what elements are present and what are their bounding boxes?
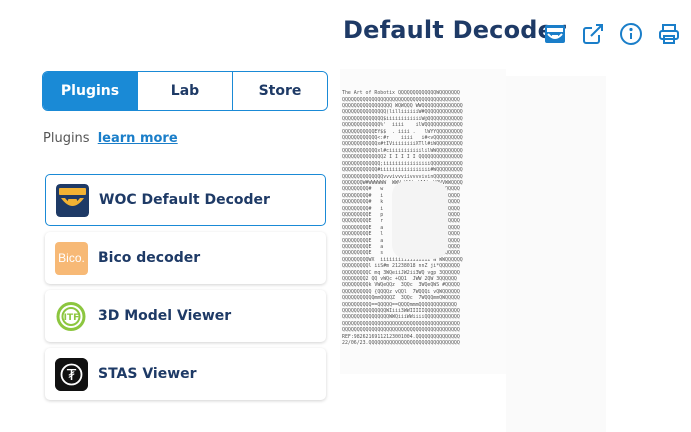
- plugin-woc-default-decoder[interactable]: WOC Default Decoder: [45, 174, 326, 226]
- preview-line: QQQQQQQQQQQmmQQQQZ 3QQc 7WQQQmmQWQQQQQ: [342, 295, 460, 302]
- preview-text: The Art of Robotix QQQQQQQQQQQQQWQQQQQQQ…: [342, 90, 504, 346]
- preview-line: QQQQQQQQQQQQQ%' iiii ilWQQQQQQQQQQQQQ: [342, 122, 463, 129]
- tab-store[interactable]: Store: [233, 72, 327, 110]
- plugin-bico-decoder[interactable]: Bico. Bico decoder: [45, 232, 326, 284]
- preview-line: QQQQQQQQ2 QQ vWQc +QQ1 JWW 2QW 3QQQQQQ: [342, 276, 457, 282]
- tab-lab[interactable]: Lab: [138, 72, 233, 110]
- preview-line: QQQQQQQQQk VWQeQQz 3QQc 3WQeQWS #QQQQQ: [342, 282, 460, 289]
- preview-line: QQQQQQQQQQQQQQQ(lilliiiiiiW#QQQQQQQQQQQQ…: [342, 109, 463, 116]
- tab-plugins[interactable]: Plugins: [43, 72, 138, 110]
- preview-line: REF:98262169112123001004.QQQQQQQQQQQQQQQ: [342, 333, 460, 340]
- plugin-stas-viewer[interactable]: ₮ STAS Viewer: [45, 348, 326, 400]
- plugin-name: WOC Default Decoder: [99, 192, 270, 208]
- preview-line: QQQQQQQQQQQQQQQQQQQQQQQQQQQQQQQQQQQQQQQQ: [342, 320, 460, 327]
- tab-bar: Plugins Lab Store: [42, 71, 328, 111]
- preview-highlight: [392, 181, 448, 259]
- preview-line: QQQQQQQQQQ {QQQQz vQQl 7WQQQi vQWQQQQQQ: [342, 288, 460, 295]
- preview-line: QQQQQQQQQQ==QQQQQ==QQQQmmmQQQQQQQQQQQQQ: [342, 301, 457, 308]
- bico-icon: Bico.: [55, 241, 88, 275]
- preview-line: QQQQQQQQQQQQQQQQQQQQQQQQQQQQQQQQQQQQQQQQ: [342, 327, 460, 334]
- preview-line: QQQQQQQQQQQQx#tIViiiiiiiiXTll#iWQQQQQQQQ…: [342, 141, 463, 148]
- preview-line: QQQQQQQQQQQQQQQQQQQQQQQQQQQQQQQQQQQQQQQQ: [342, 96, 460, 103]
- plugin-name: STAS Viewer: [98, 366, 197, 382]
- preview-line: QQQQQQQQQQQQQQQQQ WQWQQQ WWQQQQQQQQQQQQQ…: [342, 103, 463, 110]
- learn-more-link[interactable]: learn more: [97, 131, 178, 146]
- plugin-3d-model-viewer[interactable]: ITF 3D Model Viewer: [45, 290, 326, 342]
- svg-text:₮: ₮: [67, 366, 77, 384]
- preview-shadow: [506, 76, 606, 432]
- print-icon[interactable]: [655, 20, 682, 47]
- svg-text:ITF: ITF: [64, 313, 80, 323]
- plugin-list: WOC Default Decoder Bico. Bico decoder I…: [45, 174, 326, 406]
- preview-line: QQQQQQQQQQQQQQ2 I I I I I QQQQQQQQQQQQQQ…: [342, 154, 463, 161]
- preview-line: QQQQQQQQQQQEY$$ . iiii . lWYYQQQQQQQQQ: [342, 128, 463, 135]
- preview-line: QQQQQQQQQQQQQ;iiiiiiiiiiiiiiiiQQQQQQQQQQ…: [342, 160, 463, 167]
- title-toolbar: [541, 20, 682, 47]
- plugins-section-header: Plugins learn more: [43, 131, 178, 146]
- preview-line: QQQQQQQQQC mq 3WQeiiJW2ii3WQ vgp 3QQQQQQ: [342, 269, 460, 276]
- plugin-name: Bico decoder: [98, 250, 201, 266]
- preview-line: QQQQQQQQQQQQ#iiiiiiiiiiiiiiiii#WQQQQQQQQ…: [342, 167, 463, 174]
- woc-icon: [56, 183, 89, 217]
- preview-line: QQQQQQQQQQQQ<:#r iiii i#<vQQQQQQQQQQ: [342, 135, 463, 142]
- info-icon[interactable]: [617, 20, 644, 47]
- plugins-label: Plugins: [43, 131, 90, 146]
- preview-line: QQQQQQQQQWX iiiiiiiiiiiiiiiii W WWQQQQQQ: [342, 256, 463, 263]
- decoded-image-preview: The Art of Robotix QQQQQQQQQQQQQWQQQQQQQ…: [340, 69, 506, 374]
- preview-line: QQQQQQQQQQQQxl#ciiiiiiiiiiililWWQQQQQQQQ…: [342, 147, 463, 154]
- external-link-icon[interactable]: [579, 20, 606, 47]
- stas-icon: ₮: [55, 357, 88, 391]
- preview-line: QQQQQQQQQQQQQQ$iiiiiiiiiiiiW@QQQQQQQQQQQ…: [342, 115, 463, 122]
- preview-line: 22/06/23.QQQQQQQQQQQQQQQQQQQQQQQQQQQQQQQ: [342, 340, 460, 347]
- preview-line: QQQQQQQQQQQQQQvvvivvviivvvvivinQQQQQQQQQ…: [342, 173, 463, 180]
- decoder-icon[interactable]: [541, 20, 568, 47]
- preview-line: QQQQQQQQQQQQQQQWIiii3WWIIIIIQQQQQQQQQQQQ: [342, 308, 460, 315]
- plugin-name: 3D Model Viewer: [98, 308, 232, 324]
- 3d-model-icon: ITF: [55, 300, 88, 333]
- preview-line: QQQQQQQQQQQQQQQQWWQiiiWWiiiiQQQQQQQQQQQQ: [342, 314, 460, 321]
- preview-line: QQQQQQQQQl iiS#m 21238018 nnZ ji*QQQQQQQ: [342, 263, 460, 270]
- preview-line: The Art of Robotix QQQQQQQQQQQQQWQQQQQQQ: [342, 90, 460, 97]
- page-title: Default Decoder: [343, 16, 567, 44]
